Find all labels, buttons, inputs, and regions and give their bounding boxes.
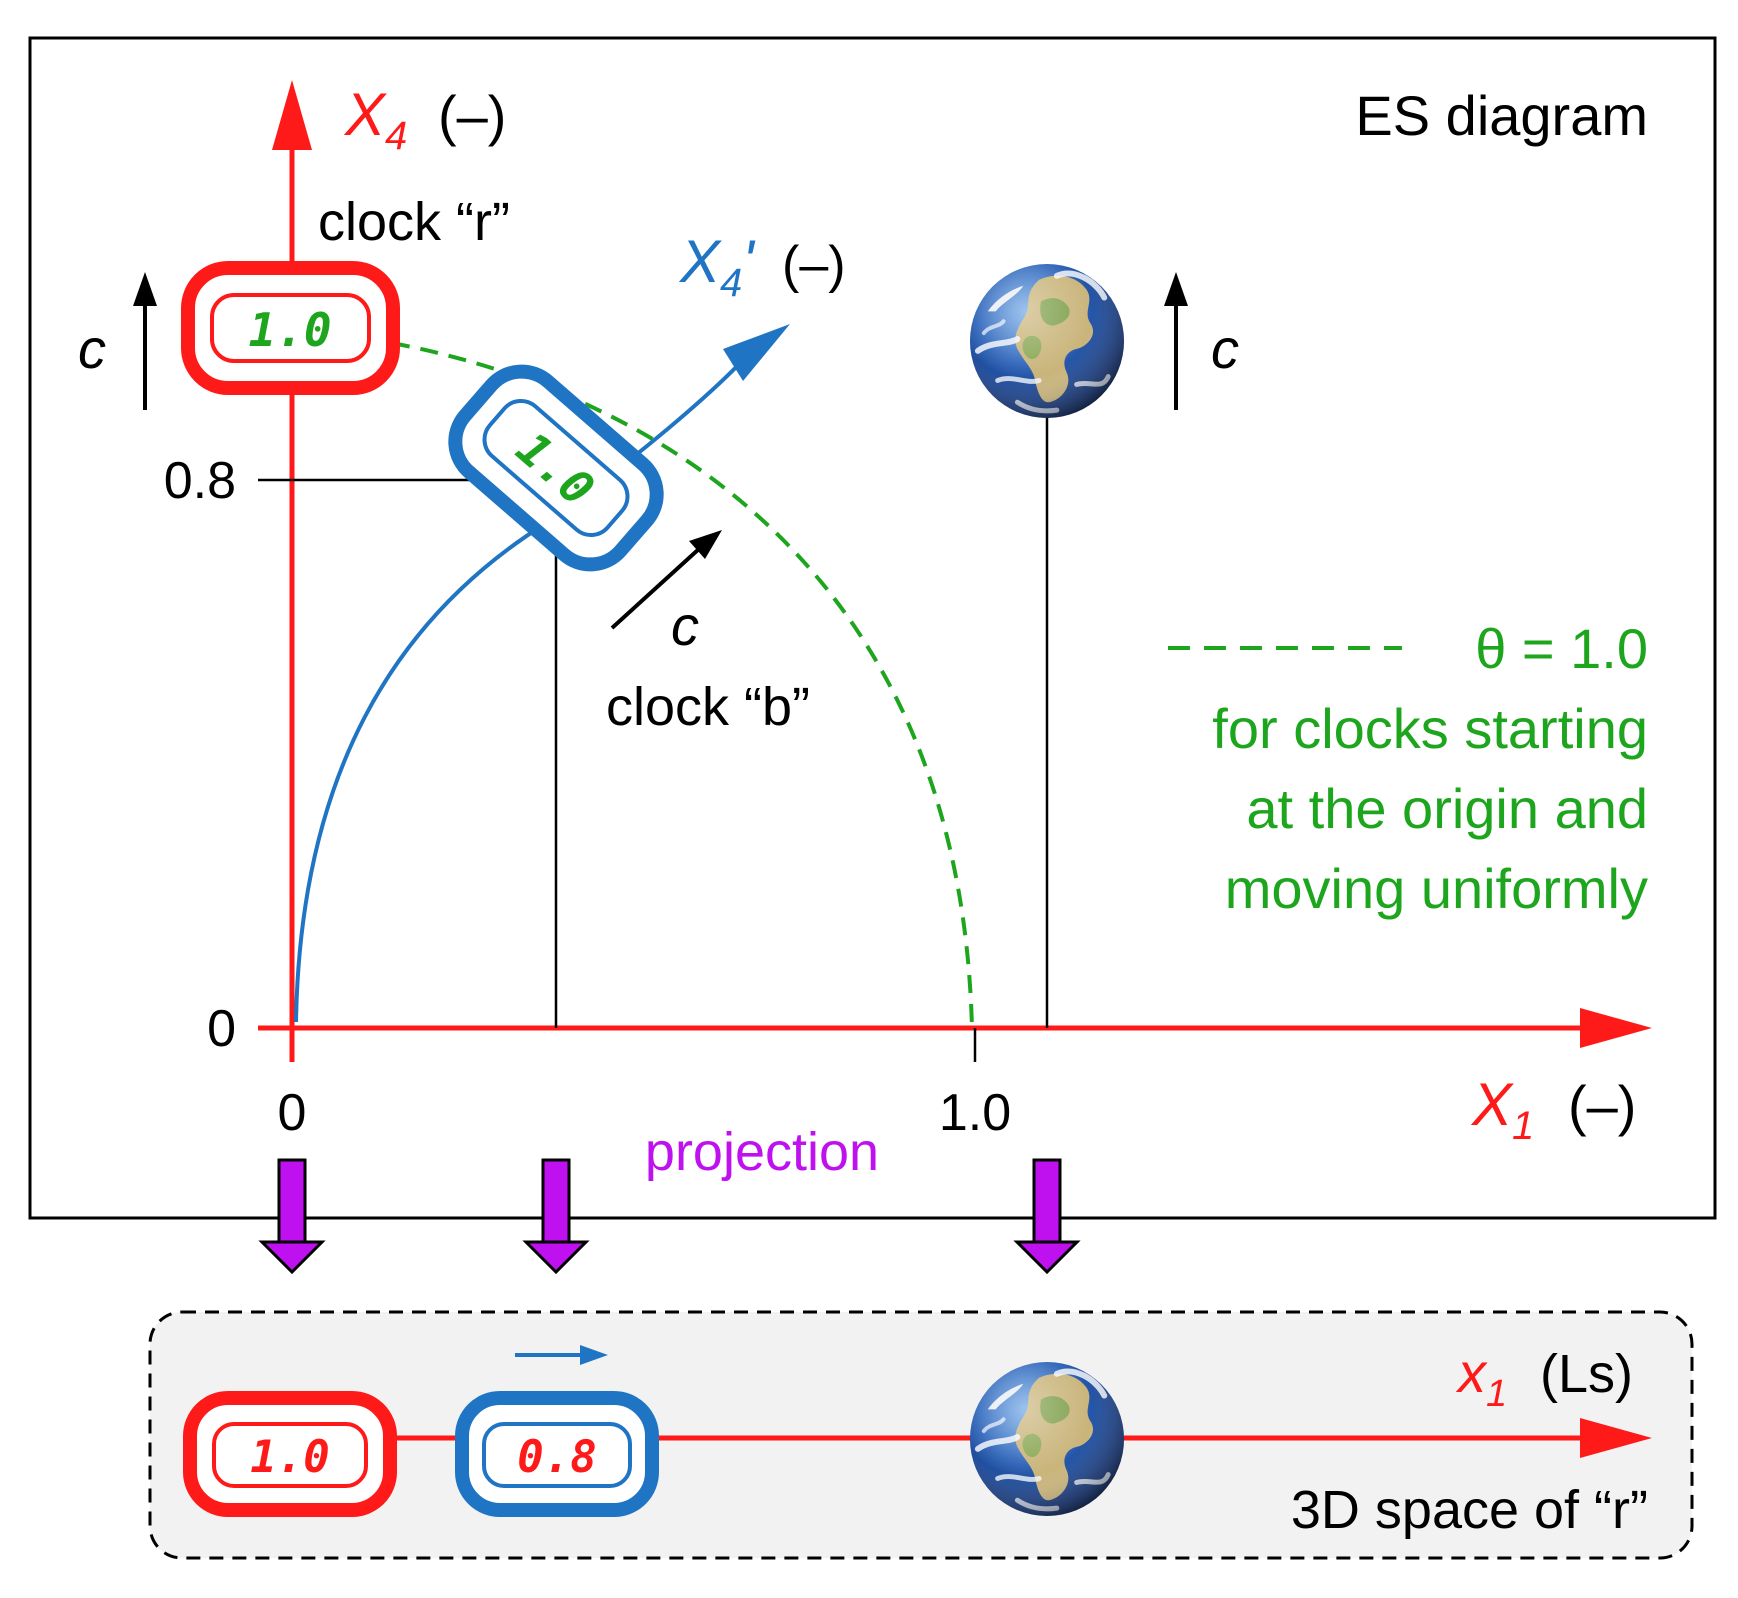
x1-space-axis-unit: (Ls)	[1540, 1344, 1633, 1404]
es-diagram-title: ES diagram	[1355, 84, 1648, 147]
speed-label-left: c	[78, 317, 106, 380]
speed-label-right: c	[1211, 317, 1239, 380]
clock-r-space-display: 1.0	[250, 1432, 329, 1483]
es-diagram-frame	[28, 36, 1717, 1220]
x4-prime-worldline	[294, 356, 747, 1023]
clock-r-es-display: 1.0	[248, 303, 331, 357]
clock-b-space: 0.8	[455, 1391, 659, 1517]
earth-icon	[970, 264, 1124, 418]
x-tick-label-10: 1.0	[939, 1084, 1011, 1142]
x4-axis-label: X4	[343, 81, 407, 158]
y-tick-label-0: 0	[207, 1000, 236, 1058]
legend-line-4: moving uniformly	[1225, 857, 1648, 920]
space-panel-caption: 3D space of “r”	[1291, 1480, 1648, 1540]
x4-prime-axis-unit: (–)	[782, 236, 846, 294]
x-tick-label-0: 0	[278, 1084, 307, 1142]
speed-arrow-left	[133, 272, 157, 410]
clock-r-label: clock “r”	[318, 192, 510, 252]
clock-b-space-display: 0.8	[517, 1432, 596, 1483]
clock-r-es-screen	[210, 293, 371, 363]
projection-arrow-3	[1013, 1158, 1081, 1275]
velocity-arrow-clock-b	[515, 1345, 608, 1365]
legend-line-3: at the origin and	[1246, 777, 1648, 840]
x4-prime-axis-label: X4'	[678, 228, 756, 305]
legend-theta-label: θ = 1.0	[1475, 617, 1648, 680]
projection-arrow-2	[522, 1158, 590, 1275]
x1-space-axis-arrowhead	[1580, 1418, 1652, 1458]
x1-axis-arrowhead	[1580, 1008, 1652, 1048]
speed-arrow-right	[1164, 272, 1188, 410]
clock-r-space: 1.0	[183, 1391, 397, 1517]
projection-arrow-1	[258, 1158, 326, 1275]
x1-axis-label: X1	[1470, 1071, 1534, 1148]
clock-r-space-screen	[212, 1422, 368, 1488]
earth-space-icon	[970, 1362, 1124, 1516]
clock-b-es-screen	[482, 398, 630, 538]
speed-arrow-clock-b	[610, 530, 722, 630]
x1-axis-unit: (–)	[1568, 1074, 1636, 1137]
clock-b-label: clock “b”	[606, 677, 810, 737]
speed-label-clock-b: c	[671, 594, 699, 657]
y-tick-label-08: 0.8	[164, 452, 236, 510]
clock-b-es: 1.0	[448, 364, 664, 572]
clock-r-es: 1.0	[181, 261, 400, 395]
x4-axis-arrowhead	[272, 80, 312, 150]
x1-axis	[258, 1008, 1652, 1048]
projection-label: projection	[645, 1122, 879, 1182]
clock-b-space-screen	[482, 1422, 632, 1488]
x1-space-axis-label: x1	[1455, 1341, 1507, 1415]
x4-prime-arrowhead	[723, 324, 790, 381]
x4-axis-unit: (–)	[438, 84, 506, 147]
legend-line-2: for clocks starting	[1212, 697, 1648, 760]
